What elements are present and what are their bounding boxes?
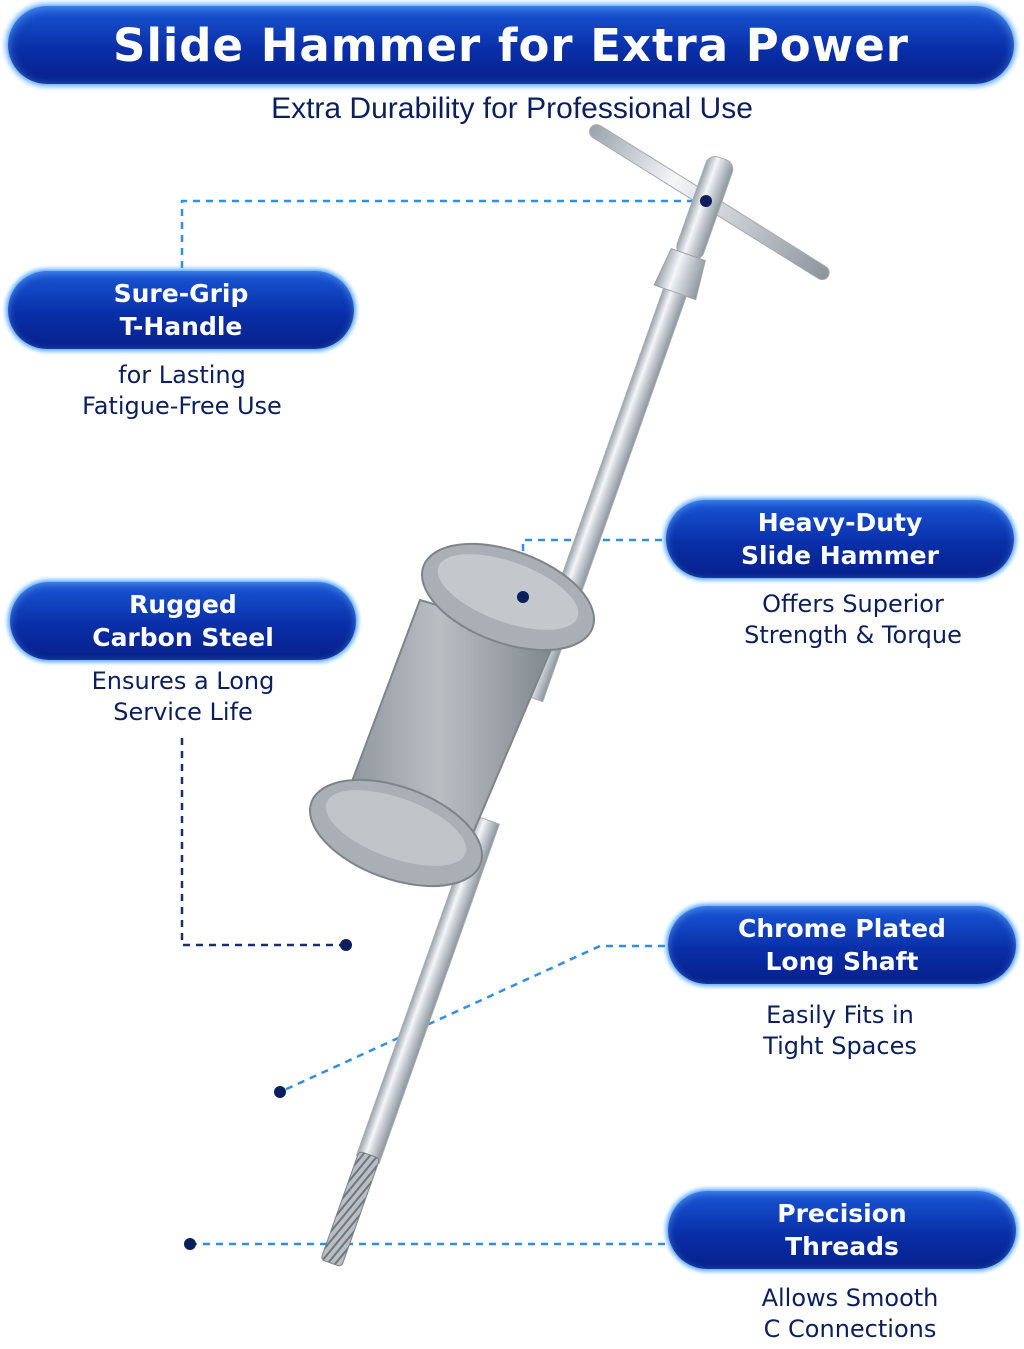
feature-desc-line: C Connections [763, 1315, 937, 1343]
feature-title-line: Precision [777, 1199, 907, 1228]
feature-desc-line: Tight Spaces [763, 1032, 917, 1060]
feature-title-line: Heavy-Duty [757, 508, 923, 537]
leader-chrome-shaft [279, 944, 665, 1094]
feature-desc-line: for Lasting [118, 361, 246, 389]
feature-desc-line: Offers Superior [762, 590, 944, 618]
leader-dots [184, 195, 712, 1250]
thread-section [321, 1151, 380, 1267]
leader-carbon-steel [180, 738, 346, 947]
feature-desc-line: Service Life [113, 698, 253, 726]
feature-desc-line: Strength & Torque [744, 621, 962, 649]
feature-desc-line: Ensures a Long [91, 667, 275, 695]
feature-title-line: Threads [785, 1232, 899, 1261]
feature-desc-line: Fatigue-Free Use [82, 392, 282, 420]
leader-lines [180, 199, 706, 1246]
page-subtitle: Extra Durability for Professional Use [271, 92, 753, 125]
feature-title-line: Slide Hammer [741, 541, 939, 570]
feature-desc-t-handle: for Lasting Fatigue-Free Use [40, 360, 324, 422]
feature-title-line: T-Handle [119, 312, 243, 341]
feature-title-line: Long Shaft [765, 947, 919, 976]
feature-desc-carbon-steel: Ensures a Long Service Life [40, 666, 326, 728]
feature-badge-chrome-shaft: Chrome Plated Long Shaft [668, 906, 1016, 984]
handle-collar [653, 247, 706, 301]
feature-badge-threads: Precision Threads [668, 1191, 1016, 1269]
feature-title-line: Rugged [129, 590, 237, 619]
feature-title-line: Chrome Plated [738, 914, 946, 943]
title-banner: Slide Hammer for Extra Power [8, 6, 1014, 84]
feature-desc-chrome-shaft: Easily Fits in Tight Spaces [700, 1000, 980, 1062]
feature-desc-line: Easily Fits in [766, 1001, 914, 1029]
feature-badge-slide-hammer: Heavy-Duty Slide Hammer [666, 500, 1014, 578]
slide-hammer-weight [308, 542, 596, 888]
feature-desc-threads: Allows Smooth C Connections [700, 1283, 1000, 1345]
feature-title-line: Sure-Grip [113, 279, 249, 308]
leader-t-handle [180, 199, 706, 268]
feature-desc-slide-hammer: Offers Superior Strength & Torque [700, 589, 1006, 651]
page-title: Slide Hammer for Extra Power [113, 18, 909, 72]
feature-badge-carbon-steel: Rugged Carbon Steel [10, 582, 356, 660]
feature-desc-line: Allows Smooth [761, 1284, 939, 1312]
feature-badge-t-handle: Sure-Grip T-Handle [8, 271, 354, 349]
feature-title-line: Carbon Steel [92, 623, 274, 652]
